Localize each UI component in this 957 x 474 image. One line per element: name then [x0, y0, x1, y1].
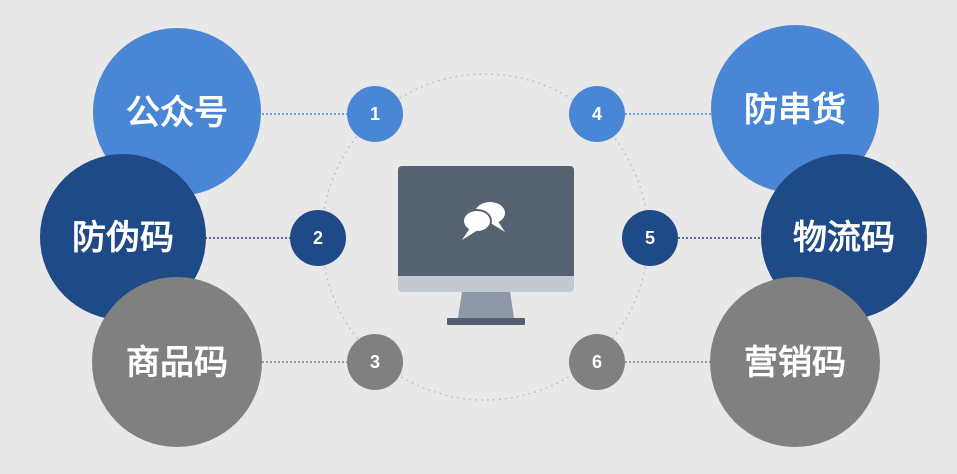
monitor-stand	[458, 292, 514, 318]
feature-label-5: 物流码	[793, 218, 895, 258]
feature-label-6: 营销码	[744, 343, 846, 383]
monitor-base	[447, 318, 525, 325]
feature-circle-6-bg	[710, 277, 880, 447]
number-5: 5	[645, 228, 655, 248]
feature-circle-4: 防串货	[711, 25, 879, 193]
number-badge-6: 6	[569, 334, 625, 390]
feature-circle-6: 营销码	[710, 277, 880, 447]
feature-circle-1: 公众号	[93, 28, 261, 196]
number-badge-1: 1	[347, 86, 403, 142]
feature-label-3: 商品码	[126, 343, 228, 383]
monitor-screen-corner-fix	[398, 268, 574, 276]
number-badge-3: 3	[347, 334, 403, 390]
monitor-icon	[398, 166, 574, 325]
number-2: 2	[313, 228, 323, 248]
chat-bubbles-icon	[462, 202, 505, 240]
number-4: 4	[592, 104, 602, 124]
number-1: 1	[370, 104, 380, 124]
feature-label-4: 防串货	[744, 90, 846, 130]
number-3: 3	[370, 352, 380, 372]
number-6: 6	[592, 352, 602, 372]
feature-circle-1-bg	[93, 28, 261, 196]
feature-circle-4-bg	[711, 25, 879, 193]
feature-circle-3-bg	[92, 277, 262, 447]
feature-circle-3: 商品码	[92, 277, 262, 447]
number-badge-4: 4	[569, 86, 625, 142]
number-badge-2: 2	[290, 210, 346, 266]
feature-label-2: 防伪码	[72, 218, 174, 258]
number-badge-5: 5	[622, 210, 678, 266]
feature-label-1: 公众号	[126, 93, 228, 133]
